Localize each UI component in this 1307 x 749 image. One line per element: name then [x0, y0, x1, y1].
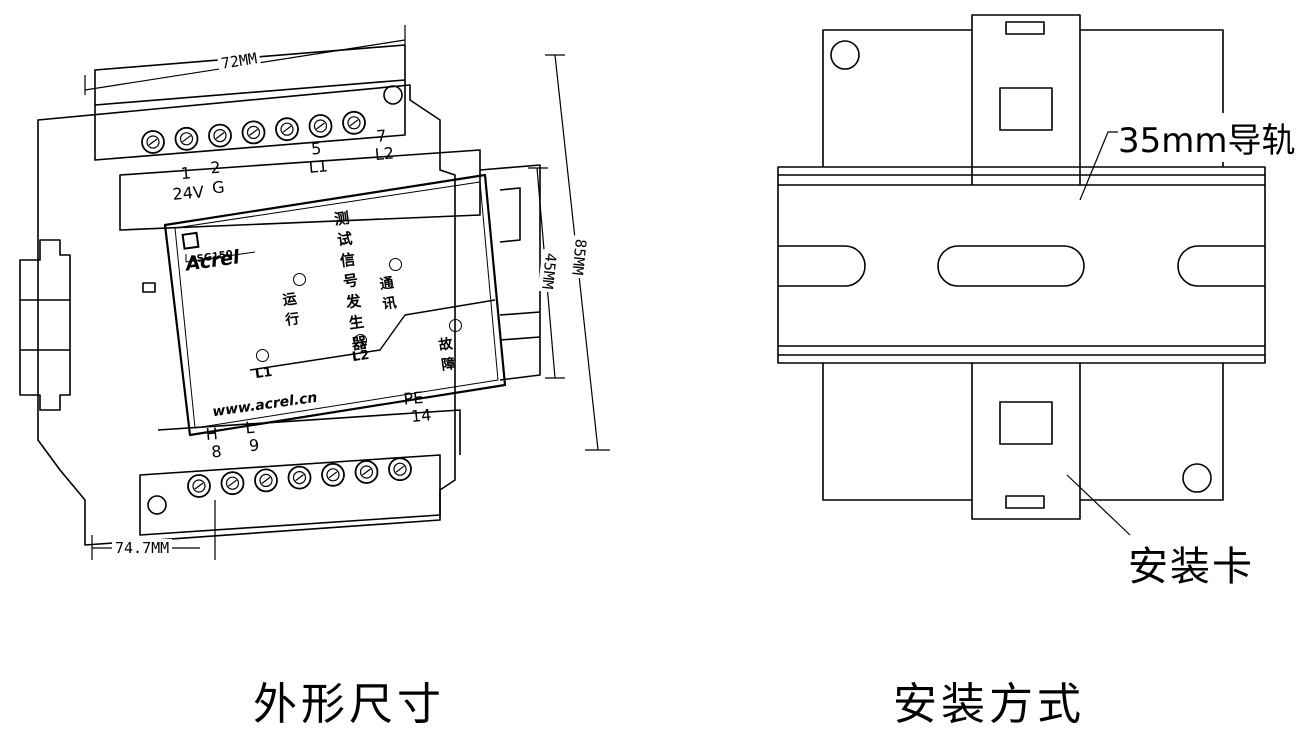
led-run-label: 运行 [281, 291, 301, 329]
screw-terminal [254, 468, 278, 493]
screw-terminal [208, 123, 232, 148]
caption-dimensions: 外形尺寸 [253, 679, 445, 730]
led-comm [389, 258, 402, 271]
screw-terminal [141, 130, 165, 154]
terminal-7-label: 7 [375, 126, 388, 146]
led-comm-label: 通讯 [378, 275, 398, 313]
rail-slot-left [778, 245, 866, 287]
rail-label: 35mm导轨 [1118, 113, 1296, 162]
led-fault-label: 故障 [437, 336, 457, 374]
led-l1 [256, 349, 269, 362]
dim-width: 72MM [216, 48, 262, 74]
screw-terminal [354, 460, 379, 484]
terminal-9-label: 9 [248, 435, 260, 456]
screw-terminal [174, 126, 199, 151]
front-panel [163, 173, 507, 437]
top-clip [971, 14, 1081, 186]
top-screw-row [141, 110, 366, 154]
bottom-screw-row [187, 457, 412, 498]
terminal-h-label: H [205, 423, 219, 444]
dim-height: 85MM [567, 235, 591, 279]
device-body [37, 84, 456, 546]
terminal-l1-label: L1 [307, 156, 329, 177]
screw-terminal [308, 114, 333, 138]
led-fault [449, 319, 462, 332]
corner-hole-top [830, 40, 860, 70]
website-url: www.acrel.cn [211, 389, 319, 421]
screw-terminal [321, 462, 345, 487]
terminal-2-label: 2 [209, 157, 222, 178]
caption-installation: 安装方式 [893, 679, 1085, 730]
clip-label: 安装卡 [1128, 544, 1254, 590]
rail-slot-center [937, 245, 1085, 287]
led-run [293, 273, 306, 286]
clip-leader [1066, 474, 1131, 536]
panel-title: 测试信号发生器 [333, 208, 369, 354]
terminal-g-label: G [211, 177, 226, 198]
rail-slot-right [1177, 245, 1265, 287]
screw-terminal [187, 474, 211, 498]
dim-depth: 74.7MM [112, 539, 173, 557]
top-terminal-block [94, 44, 406, 161]
bottom-clip [971, 351, 1081, 520]
screw-terminal [241, 120, 266, 145]
brand-logo-mark [181, 231, 200, 250]
screw-terminal [388, 457, 412, 482]
rail-leader [1079, 131, 1122, 201]
terminal-14-label: 14 [410, 405, 433, 426]
din-rail [777, 166, 1266, 364]
mounting-hole [383, 85, 403, 105]
terminal-1-label: 1 [179, 163, 192, 184]
corner-hole-bottom [1182, 463, 1212, 493]
screw-terminal [220, 471, 245, 496]
led-l2-label: L2 [351, 347, 371, 366]
terminal-5-label: 5 [310, 138, 323, 159]
dimension-lines [84, 25, 610, 560]
side-din-clip [19, 239, 71, 411]
screw-terminal [287, 465, 312, 490]
terminal-24v-label: 24V [171, 182, 205, 204]
bottom-terminal-block [139, 454, 441, 536]
terminal-8-label: 8 [210, 441, 223, 462]
side-marker [142, 282, 156, 293]
led-l2 [354, 334, 367, 347]
terminal-l-label: L [244, 417, 256, 438]
dim-face: 45MM [537, 249, 561, 293]
led-l1-label: L1 [254, 364, 274, 383]
rail-mount-drawing [777, 14, 1266, 536]
screw-terminal [342, 110, 366, 135]
screw-terminal [275, 117, 299, 142]
terminal-l2-label: L2 [374, 143, 395, 165]
device-drawing [19, 25, 610, 560]
